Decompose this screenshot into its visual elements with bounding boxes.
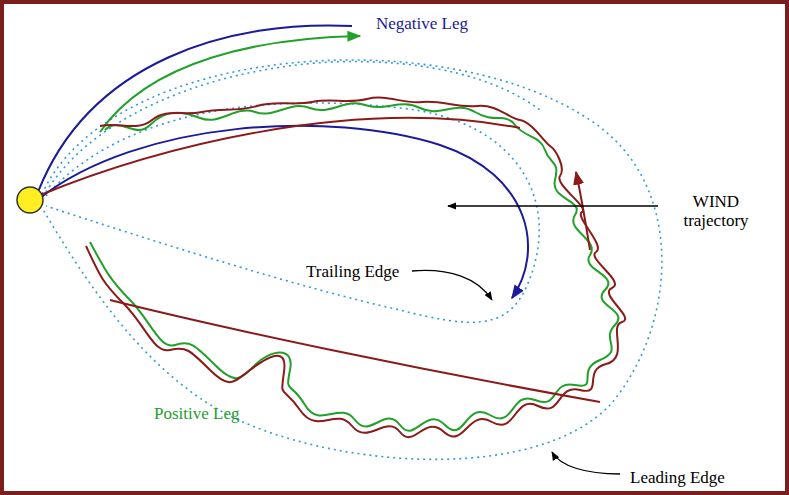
leg-label: Positive Leg — [154, 404, 239, 423]
trajectory-label: WIND trajectory — [666, 192, 766, 230]
field-line — [38, 98, 625, 438]
edge-label: Leading Edge — [630, 468, 725, 487]
edge-label: Trailing Edge — [306, 262, 399, 281]
field-line — [90, 36, 618, 431]
leg-label: Negative Leg — [376, 14, 468, 33]
leader-line — [412, 206, 658, 474]
field-line — [38, 25, 528, 298]
sun-symbol — [17, 187, 43, 213]
